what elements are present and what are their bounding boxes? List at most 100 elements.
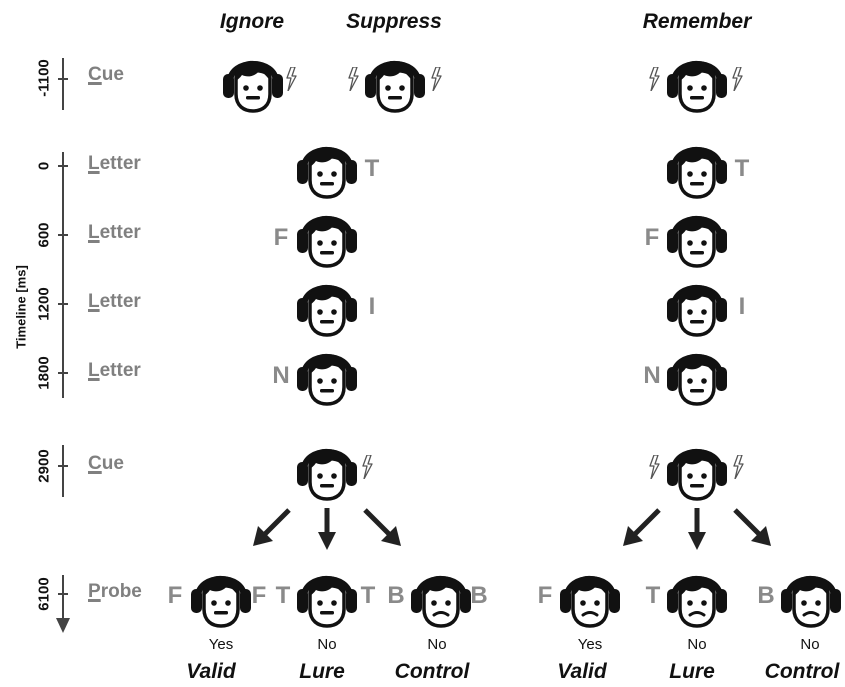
arrow-icon: [363, 508, 401, 546]
lightning-icon: [285, 66, 297, 96]
condition-suppress: Suppress: [346, 10, 442, 33]
headphones-face-icon: [664, 341, 730, 407]
headphones-face-icon: [664, 436, 730, 502]
response-label: No: [687, 636, 707, 653]
lightning-icon: [430, 66, 442, 96]
axis-arrowhead-icon: [56, 618, 70, 633]
row-label-rest: robe: [100, 581, 142, 602]
row-label-rest: etter: [99, 360, 141, 381]
row-label-probe: Probe: [88, 581, 142, 603]
headphones-face-icon: [294, 563, 360, 629]
probe-letter: T: [360, 582, 376, 609]
headphones-face-icon: [294, 272, 360, 338]
axis-tick: [58, 165, 68, 167]
stimulus-letter: I: [368, 293, 376, 320]
headphones-face-icon: [294, 203, 360, 269]
stimulus-letter: F: [273, 224, 289, 251]
lightning-icon: [361, 454, 373, 484]
headphones-face-icon: [408, 563, 474, 629]
axis-tick: [58, 372, 68, 374]
outcome-label: Valid: [557, 660, 607, 683]
row-label-rest: ue: [101, 453, 124, 474]
row-label-rest: etter: [99, 222, 141, 243]
response-label: No: [317, 636, 337, 653]
row-label-letter: Letter: [88, 153, 141, 175]
row-label-initial: C: [88, 64, 102, 85]
headphones-face-icon: [664, 272, 730, 338]
headphones-face-icon: [664, 563, 730, 629]
headphones-face-icon: [188, 563, 254, 629]
arrow-icon: [688, 508, 706, 550]
probe-letter: F: [167, 582, 183, 609]
response-label: No: [427, 636, 447, 653]
lightning-icon: [732, 454, 744, 484]
outcome-label: Lure: [299, 660, 345, 683]
probe-letter: F: [537, 582, 553, 609]
headphones-face-icon: [778, 563, 844, 629]
lightning-icon: [648, 66, 660, 96]
probe-letter: B: [387, 582, 405, 609]
outcome-label: Valid: [186, 660, 236, 683]
stimulus-letter: F: [644, 224, 660, 251]
row-label-letter: Letter: [88, 222, 141, 244]
row-label-letter: Letter: [88, 291, 141, 313]
row-label-initial: L: [88, 222, 100, 243]
stimulus-letter: T: [364, 155, 380, 182]
arrow-icon: [733, 508, 771, 546]
row-label-rest: etter: [99, 153, 141, 174]
stimulus-letter: N: [643, 362, 661, 389]
timeline-axis-segment: [62, 575, 64, 625]
headphones-face-icon: [294, 341, 360, 407]
row-label-cue: Cue: [88, 453, 124, 475]
arrow-icon: [318, 508, 336, 550]
axis-tick: [58, 303, 68, 305]
response-label: Yes: [577, 636, 603, 653]
response-label: Yes: [208, 636, 234, 653]
probe-letter: B: [757, 582, 775, 609]
stimulus-letter: T: [734, 155, 750, 182]
headphones-face-icon: [664, 203, 730, 269]
headphones-face-icon: [557, 563, 623, 629]
lightning-icon: [731, 66, 743, 96]
timeline-axis-segment: [62, 152, 64, 398]
arrow-icon: [623, 508, 661, 546]
stimulus-letter: N: [272, 362, 290, 389]
row-label-initial: L: [88, 360, 100, 381]
arrow-icon: [253, 508, 291, 546]
probe-letter: F: [251, 582, 267, 609]
axis-tick: [58, 234, 68, 236]
row-label-cue: Cue: [88, 64, 124, 86]
probe-letter: T: [645, 582, 661, 609]
condition-remember: Remember: [642, 10, 752, 33]
row-label-rest: etter: [99, 291, 141, 312]
row-label-initial: C: [88, 453, 102, 474]
stimulus-letter: I: [738, 293, 746, 320]
row-label-letter: Letter: [88, 360, 141, 382]
timeline-axis-segment: [62, 445, 64, 497]
headphones-face-icon: [362, 48, 428, 114]
probe-letter: B: [470, 582, 488, 609]
lightning-icon: [648, 454, 660, 484]
row-label-rest: ue: [101, 64, 124, 85]
headphones-face-icon: [220, 48, 286, 114]
row-label-initial: L: [88, 291, 100, 312]
row-label-initial: P: [88, 581, 101, 602]
headphones-face-icon: [664, 48, 730, 114]
headphones-face-icon: [294, 436, 360, 502]
outcome-label: Lure: [669, 660, 715, 683]
condition-ignore: Ignore: [219, 10, 285, 33]
response-label: No: [800, 636, 820, 653]
timeline-axis-segment: [62, 58, 64, 110]
lightning-icon: [347, 66, 359, 96]
axis-tick: [58, 78, 68, 80]
outcome-label: Control: [764, 660, 840, 683]
axis-tick: [58, 465, 68, 467]
headphones-face-icon: [664, 134, 730, 200]
axis-tick: [58, 593, 68, 595]
outcome-label: Control: [394, 660, 470, 683]
headphones-face-icon: [294, 134, 360, 200]
probe-letter: T: [275, 582, 291, 609]
row-label-initial: L: [88, 153, 100, 174]
